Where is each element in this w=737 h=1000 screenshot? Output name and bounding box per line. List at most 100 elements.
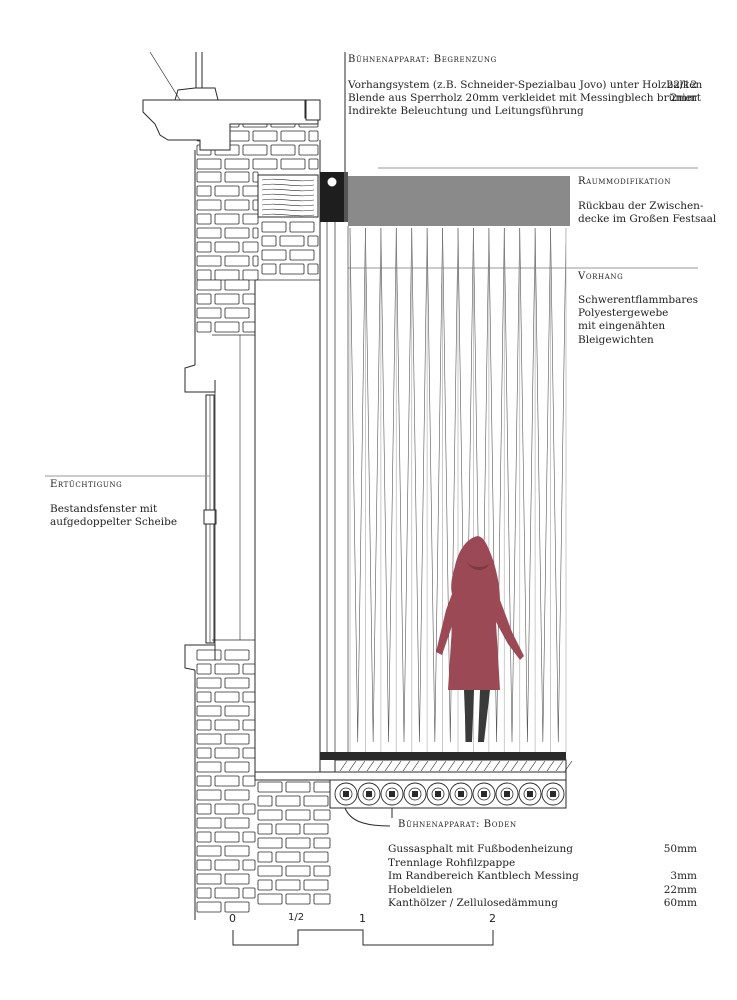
vorhang-line-2: Polyestergewebe <box>578 307 669 319</box>
curtain-pleat <box>395 227 413 743</box>
brick <box>313 865 331 877</box>
boden-row-1: Gussasphalt mit Fußbodenheizung <box>388 843 574 855</box>
brick <box>196 761 222 773</box>
grain-line <box>261 198 315 202</box>
cornice-roof <box>174 87 219 101</box>
boden-value-4: 22mm <box>663 884 697 896</box>
brick <box>224 901 250 913</box>
begrenzung-row-2: Blende aus Sperrholz 20mm verkleidet mit… <box>348 92 701 104</box>
curtain-pleat <box>380 227 397 743</box>
brick <box>196 241 212 253</box>
hatch-line <box>483 760 492 772</box>
brick <box>196 803 212 815</box>
brick <box>242 663 256 675</box>
hatch-line <box>537 760 546 772</box>
roof-slope <box>149 51 181 101</box>
insulation-roll-inner <box>500 787 514 801</box>
hatch-line <box>456 760 465 772</box>
brick <box>196 817 222 829</box>
brick <box>196 307 222 319</box>
brick <box>196 227 222 239</box>
brick <box>242 213 259 225</box>
brick <box>224 227 250 239</box>
brick <box>242 293 256 305</box>
curtain-pleat <box>442 227 459 743</box>
hatch-line <box>420 760 429 772</box>
brick <box>257 851 273 863</box>
curtain-pleat <box>503 227 521 743</box>
joist <box>527 791 533 797</box>
insulation-roll-inner <box>362 787 376 801</box>
brick <box>214 859 240 871</box>
ertuechtigung-line-1: Bestandsfenster mit <box>50 503 158 515</box>
brick <box>279 263 305 275</box>
brick <box>252 171 259 183</box>
brick <box>280 130 306 142</box>
brick <box>214 691 240 703</box>
insulation-roll-inner <box>454 787 468 801</box>
grain-line <box>261 178 315 182</box>
brick <box>242 859 256 871</box>
boden-value-3: 3mm <box>670 870 697 882</box>
brick <box>224 649 250 661</box>
brick <box>252 158 278 170</box>
brick <box>196 185 212 197</box>
brick <box>214 719 240 731</box>
hatch-line <box>348 760 357 772</box>
joist <box>550 791 556 797</box>
brick <box>214 831 240 843</box>
brick <box>303 879 329 891</box>
begrenzung-heading: Bühnenapparat: Begrenzung <box>348 54 497 65</box>
brick <box>196 269 212 281</box>
brick <box>196 293 212 305</box>
brick-wall <box>196 102 331 913</box>
brick <box>224 171 250 183</box>
brick <box>224 873 250 885</box>
floor-boards <box>334 759 567 773</box>
brick <box>196 321 212 333</box>
brick <box>307 235 319 247</box>
brick <box>196 789 222 801</box>
brick <box>285 837 311 849</box>
brick <box>214 775 240 787</box>
brick <box>252 255 259 267</box>
scale-label-half: 1/2 <box>288 912 305 923</box>
brick <box>196 873 222 885</box>
brick <box>257 809 283 821</box>
hatch-line <box>465 760 474 772</box>
brick <box>261 249 287 261</box>
boden-value-1: 50mm <box>663 843 697 855</box>
brick <box>308 158 319 170</box>
brick <box>242 691 256 703</box>
hatch-line <box>366 760 375 772</box>
curtain-pleat <box>519 227 536 743</box>
brick <box>252 199 259 211</box>
brick <box>275 823 301 835</box>
joist <box>481 791 487 797</box>
hatch-line <box>555 760 564 772</box>
brick <box>280 158 306 170</box>
joist <box>435 791 441 797</box>
hatch-line <box>339 760 348 772</box>
brick <box>275 851 301 863</box>
vorhang-line-3: mit eingenähten <box>578 320 666 332</box>
window-sill-upper <box>184 364 216 393</box>
brick <box>214 185 240 197</box>
brick <box>224 158 250 170</box>
brick <box>303 795 329 807</box>
brick <box>196 171 222 183</box>
brick <box>196 279 222 291</box>
hatch-line <box>501 760 510 772</box>
grain-line <box>261 183 315 187</box>
curtain-pleat <box>411 227 428 743</box>
brick <box>196 649 222 661</box>
brick <box>242 775 256 787</box>
joist <box>343 791 349 797</box>
grain-line <box>261 208 315 212</box>
joist-insulation <box>334 782 565 806</box>
raummodifikation-line-1: Rückbau der Zwischen- <box>578 200 704 212</box>
brick <box>242 185 259 197</box>
curtain <box>347 226 567 752</box>
brick <box>224 255 250 267</box>
